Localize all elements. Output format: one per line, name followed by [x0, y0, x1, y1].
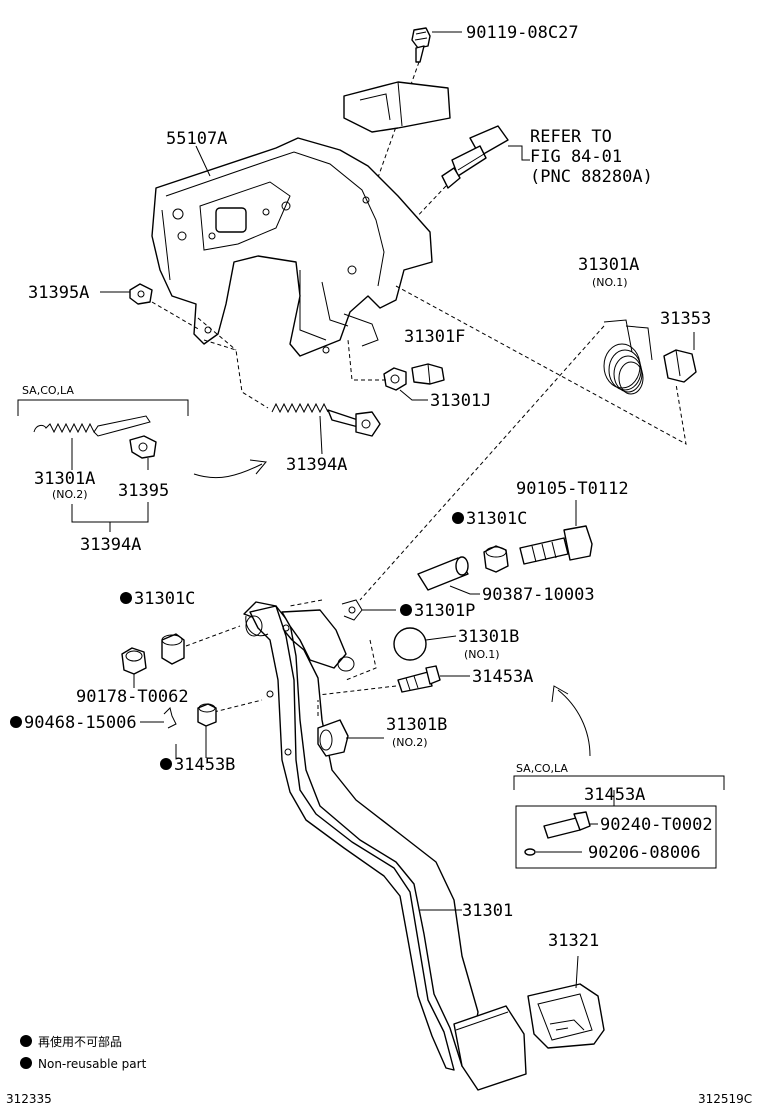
- label-31301b-no2: 31301B: [386, 715, 447, 735]
- non-reusable-marker: [452, 512, 464, 524]
- label-31394a-left: 31394A: [80, 535, 141, 555]
- clip-31301p-drawing: [341, 599, 363, 621]
- bolt-31453a-drawing: [397, 665, 441, 693]
- bolt-90119-drawing: [411, 27, 431, 63]
- nut-31301j-drawing: [383, 367, 407, 391]
- legend-japanese: 再使用不可部品: [38, 1034, 122, 1049]
- label-90178-t0062: 90178-T0062: [76, 687, 189, 707]
- label-31301a: 31301A: [578, 255, 639, 275]
- spring-assy-31394a-drawing: [271, 402, 381, 437]
- footer-left-code: 312335: [6, 1092, 52, 1106]
- label-sa-co-la-left: SA,CO,LA: [22, 384, 74, 397]
- label-31301c-top: 31301C: [466, 509, 527, 529]
- footer-right-code: 312519C: [698, 1092, 752, 1106]
- label-31301f: 31301F: [404, 327, 465, 347]
- label-31453a: 31453A: [472, 667, 533, 687]
- legend-bullet-en: [20, 1057, 32, 1069]
- label-sa-co-la-right: SA,CO,LA: [516, 762, 568, 775]
- label-31321: 31321: [548, 931, 599, 951]
- non-reusable-marker: [120, 592, 132, 604]
- cushion-31353-drawing: [663, 349, 697, 383]
- stopper-31301b-no1-drawing: [393, 627, 427, 661]
- legend-bullet-jp: [20, 1035, 32, 1047]
- label-31353: 31353: [660, 309, 711, 329]
- label-31301b-no2-sub: (NO.2): [392, 736, 428, 749]
- bushing-31301c-left-drawing: [161, 633, 185, 665]
- label-31395: 31395: [118, 481, 169, 501]
- label-refer-to: REFER TO: [530, 127, 612, 147]
- label-31301a-no2: (NO.2): [52, 488, 88, 501]
- bracket-plate-drawing: [343, 81, 451, 133]
- label-refer-fig: FIG 84-01: [530, 147, 622, 167]
- stop-switch-drawing: [441, 125, 509, 189]
- label-31301a-left: 31301A: [34, 469, 95, 489]
- stopper-31301b-no2-drawing: [317, 719, 349, 757]
- label-90240-t0002: 90240-T0002: [600, 815, 713, 835]
- non-reusable-marker: [400, 604, 412, 616]
- washer-31453b-drawing: [197, 703, 217, 727]
- non-reusable-marker: [10, 716, 22, 728]
- label-90105-t0112: 90105-T0112: [516, 479, 629, 499]
- label-31301b-no1: 31301B: [458, 627, 519, 647]
- label-90206-08006: 90206-08006: [588, 843, 701, 863]
- bolt-31301f-drawing: [411, 363, 445, 385]
- clutch-pedal-drawing: [243, 601, 527, 1091]
- collar-90387-drawing: [417, 556, 469, 591]
- pedal-pad-31321-drawing: [527, 983, 605, 1049]
- label-31453b: 31453B: [174, 755, 235, 775]
- label-90387-10003: 90387-10003: [482, 585, 595, 605]
- label-31395a: 31395A: [28, 283, 89, 303]
- non-reusable-marker: [160, 758, 172, 770]
- clip-90468-drawing: [163, 707, 177, 729]
- bolt-90105-drawing: [519, 525, 593, 565]
- pedal-support-drawing: [151, 137, 433, 357]
- label-box-31453a: 31453A: [584, 785, 645, 805]
- label-31301: 31301: [462, 901, 513, 921]
- bushing-90178-drawing: [121, 647, 147, 675]
- arrow-up: [551, 685, 591, 757]
- label-31394a: 31394A: [286, 455, 347, 475]
- label-31301a-no1: (NO.1): [592, 276, 628, 289]
- sa-co-la-group-left: [17, 399, 189, 532]
- arrow-right: [193, 459, 267, 479]
- label-90119-08c27: 90119-08C27: [466, 23, 579, 43]
- label-31301p: 31301P: [414, 601, 475, 621]
- label-31301c-left: 31301C: [134, 589, 195, 609]
- label-90468-15006: 90468-15006: [24, 713, 137, 733]
- bushing-31301c-top-drawing: [483, 545, 509, 573]
- label-55107a: 55107A: [166, 129, 227, 149]
- box-31453a-group: [513, 775, 725, 869]
- label-refer-pnc: (PNC 88280A): [530, 167, 653, 187]
- clip-31395a-drawing: [129, 283, 153, 305]
- label-31301j: 31301J: [430, 391, 491, 411]
- spring-31301a-no1-drawing: [603, 319, 653, 395]
- label-31301b-no1-sub: (NO.1): [464, 648, 500, 661]
- legend-english: Non-reusable part: [38, 1057, 147, 1071]
